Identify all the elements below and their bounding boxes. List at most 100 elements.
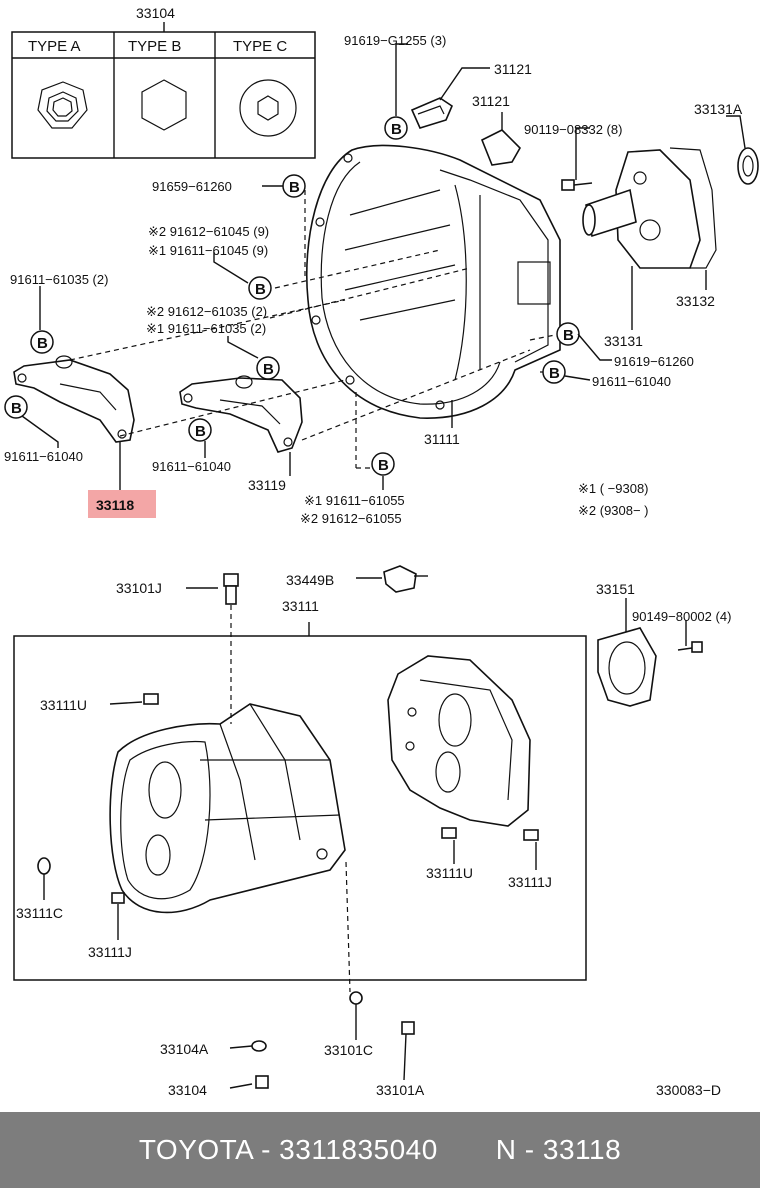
label-31121-a: 31121 [494,61,532,77]
lower-leader-lines [43,577,687,1089]
svg-text:B: B [263,361,274,378]
lower-assembly-lines [230,605,351,993]
bolt-marker-b-1: B [384,116,408,140]
bolt-marker-b-4: B [30,330,54,354]
bell-housing-31111 [305,144,561,419]
bolt-marker-b-3: B [248,276,272,300]
label-33111u-b: 33111U [426,865,473,881]
note-1: ※1 ( −9308) [578,481,649,496]
svg-text:B: B [195,423,206,440]
pin-33111u-b [441,827,457,839]
svg-text:B: B [37,335,48,352]
type-a-plug-icon [37,81,88,129]
front-bearing-retainer-33131 [582,149,701,269]
footer-part-number: TOYOTA - 3311835040 N - 33118 [138,1134,622,1165]
parts-diagram: 33104 TYPE A TYPE B TYPE C [4,5,759,1098]
label-x1-91611-61035: ※1 91611−61035 (2) [146,321,266,336]
label-33131: 33131 [604,333,643,349]
label-91611-61040-left: 91611−61040 [4,449,83,464]
label-33449b: 33449B [286,572,334,588]
lower-labels: 33101J 33449B 33111 33151 90149−80002 (4… [16,572,731,1098]
label-33101a: 33101A [376,1082,425,1098]
label-x1-91611-61045: ※1 91611−61045 (9) [148,243,268,258]
upper-assembly-lines [69,190,556,469]
type-table-ref: 33104 [136,5,175,21]
svg-text:B: B [549,365,560,382]
type-b-plug-icon [141,79,187,131]
label-x2-91612-61045: ※2 91612−61045 (9) [148,224,269,239]
type-b-header: TYPE B [128,38,181,55]
diagram-id: 330083−D [656,1082,721,1098]
label-33119: 33119 [248,477,286,493]
type-table: 33104 TYPE A TYPE B TYPE C [11,5,316,159]
pin-33111u-a [143,693,159,705]
bolt-90119 [561,179,593,191]
label-33111j-a: 33111J [508,874,552,890]
label-x2-91612-61055: ※2 91612−61055 [300,511,402,526]
label-91611-61040-right: 91611−61040 [592,374,671,389]
dust-cover-31121-a [410,97,453,129]
clamp-33449b [383,565,428,593]
bolt-marker-b-7: B [188,418,212,442]
label-33111c: 33111C [16,905,63,921]
type-c-header: TYPE C [233,38,287,55]
label-33104: 33104 [168,1082,207,1098]
label-33101j: 33101J [116,580,162,596]
bracket-33118 [13,355,135,443]
label-x1-91611-61055: ※1 91611−61055 [304,493,405,508]
svg-text:B: B [255,281,266,298]
bolt-marker-b-10: B [371,452,395,476]
label-90119-08332: 90119−08332 (8) [524,122,622,137]
label-91611-61035: 91611−61035 (2) [10,272,108,287]
svg-text:B: B [391,121,402,138]
sensor-33101j [223,573,239,605]
label-91619-61260: 91619−61260 [614,354,694,369]
upper-labels: 91619−G1255 (3) 31121 31121 90119−08332 … [4,33,743,526]
plug-33111c [37,857,51,875]
bracket-33119 [179,375,303,453]
svg-text:B: B [11,400,22,417]
type-a-header: TYPE A [28,38,81,55]
label-33131a: 33131A [694,101,743,117]
label-33118-highlighted: 33118 [96,497,134,513]
label-90149-80002: 90149−80002 (4) [632,609,731,624]
plug-33101c [349,991,363,1005]
dust-cover-31121-b [480,129,521,166]
retainer-33151 [597,627,657,707]
pin-33111j-a [523,829,539,841]
label-33132: 33132 [676,293,715,309]
plug-33101a [401,1021,415,1035]
bolt-90149 [677,641,703,653]
type-c-plug-icon [239,79,297,137]
oil-seal-33131A [737,147,759,185]
pin-33111j-b [111,892,125,904]
highlight-33118 [88,490,156,518]
label-31121-b: 31121 [472,93,510,109]
svg-text:B: B [378,457,389,474]
label-91659-61260: 91659−61260 [152,179,232,194]
extension-plate [387,655,531,827]
label-33111u-a: 33111U [40,697,87,713]
label-33101c: 33101C [324,1042,373,1058]
gasket-33104a [251,1040,267,1052]
svg-text:B: B [289,179,300,196]
label-31111: 31111 [424,431,460,447]
bolt-marker-b-9: B [542,360,566,384]
bolt-marker-b-8: B [556,322,580,346]
transmission-case [109,703,346,914]
bolt-marker-b-6: B [4,395,28,419]
gasket-33132 [669,147,717,269]
label-x2-91612-61035: ※2 91612−61035 (2) [146,304,267,319]
bolt-marker-b-2: B [282,174,306,198]
label-33104a: 33104A [160,1041,209,1057]
footer-bar: TOYOTA - 3311835040 N - 33118 [0,1112,760,1188]
plug-33104 [255,1075,269,1089]
label-33151: 33151 [596,581,635,597]
upper-leader-lines [21,43,746,490]
label-33111: 33111 [282,598,319,614]
label-91619-g1255: 91619−G1255 (3) [344,33,446,48]
label-91611-61040-mid: 91611−61040 [152,459,231,474]
svg-text:B: B [563,327,574,344]
bolt-marker-b-5: B [256,356,280,380]
